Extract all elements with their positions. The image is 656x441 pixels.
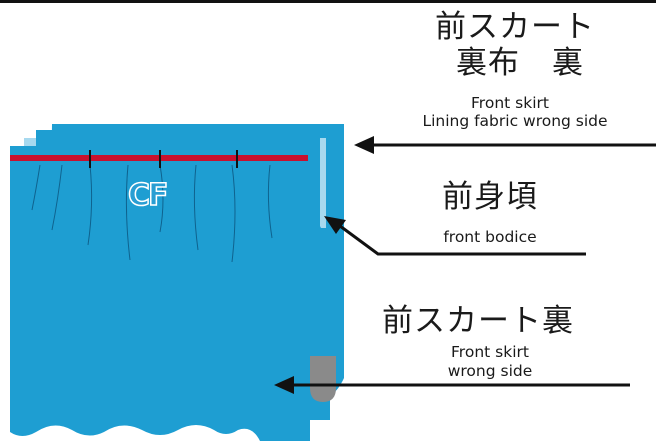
lining-english-line-2: Lining fabric wrong side xyxy=(422,112,608,130)
bodice-japanese-line-1: 前身頃 xyxy=(442,179,538,215)
top-divider xyxy=(0,0,656,3)
arrow-skirt-head xyxy=(274,376,294,394)
arrow-bodice xyxy=(339,224,586,256)
arrows xyxy=(274,136,656,394)
skirt-english-line-1: Front skirt xyxy=(451,343,529,361)
center-front-label: CF xyxy=(127,177,169,214)
arrow-lining-head xyxy=(354,136,374,154)
skirt-japanese-line-1: 前スカート裏 xyxy=(382,303,574,339)
gather-lines xyxy=(31,164,273,263)
notch-marks xyxy=(89,150,238,168)
lining-japanese-line-2: 裏布 裏 xyxy=(456,45,584,81)
skirt-english-line-2: wrong side xyxy=(447,362,533,380)
lining-japanese-line-1: 前スカート xyxy=(435,9,595,45)
weight-tab xyxy=(310,356,336,402)
bodice-english-line-1: front bodice xyxy=(443,228,537,246)
lining-english-line-1: Front skirt xyxy=(471,94,549,112)
arrow-bodice-head xyxy=(324,216,346,234)
